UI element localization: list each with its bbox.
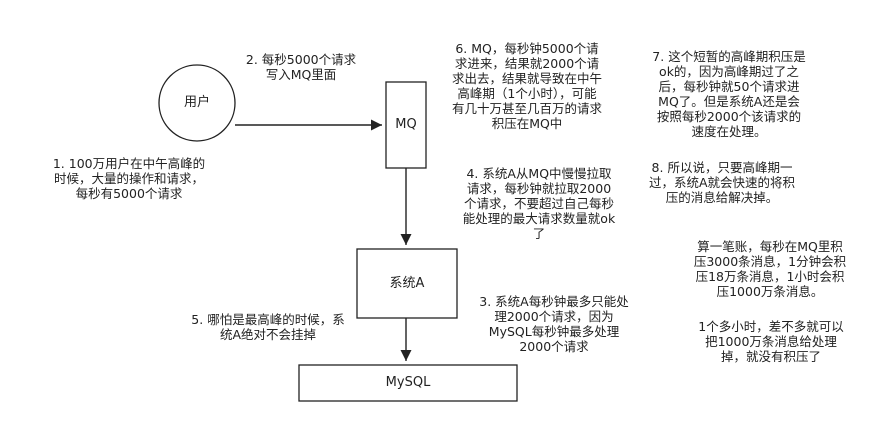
- note-8: 8. 所以说，只要高峰期一 过，系统A就会快速的将积 压的消息给解决掉。: [648, 160, 796, 205]
- mysql-node: [298, 364, 518, 402]
- note-6: 6. MQ，每秒钟5000个请 求进来，结果就2000个请 求出去，结果就导致在…: [451, 41, 602, 131]
- note-2: 2. 每秒5000个请求 写入MQ里面: [245, 52, 357, 82]
- note-1: 1. 100万用户在中午高峰的 时候，大量的操作和请求， 每秒有5000个请求: [52, 156, 206, 201]
- note-3: 3. 系统A每秒钟最多只能处 理2000个请求，因为 MySQL每秒钟最多处理 …: [479, 294, 629, 354]
- calc-note-1: 算一笔账，每秒在MQ里积 压3000条消息，1分钟会积 压18万条消息，1小时会…: [693, 239, 847, 299]
- system-a-label: 系统A: [389, 276, 425, 291]
- calc-note-2: 1个多小时，差不多就可以 把1000万条消息给处理 掉，就没有积压了: [698, 319, 844, 364]
- note-7: 7. 这个短暂的高峰期积压是 ok的，因为高峰期过了之 后，每秒钟就50个请求进…: [652, 49, 806, 139]
- note-4: 4. 系统A从MQ中慢慢拉取 请求，每秒钟就拉取2000 个请求，不要超过自己每…: [462, 166, 616, 241]
- note-5: 5. 哪怕是最高峰的时候，系 统A绝对不会挂掉: [191, 312, 345, 342]
- mysql-label: MySQL: [385, 375, 431, 390]
- mq-label: MQ: [395, 117, 417, 132]
- user-node: [158, 64, 236, 142]
- system-a-node: [356, 248, 458, 319]
- user-label: 用户: [183, 95, 210, 110]
- mq-node: [385, 81, 427, 169]
